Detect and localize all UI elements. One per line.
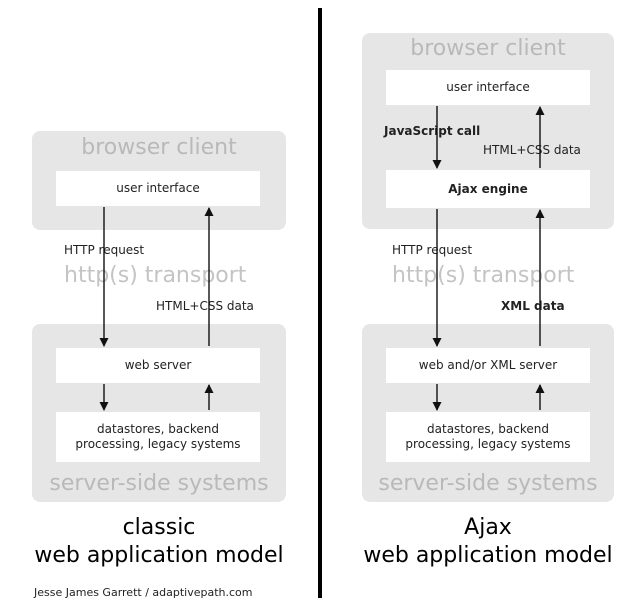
- ajax-engine-box: Ajax engine: [386, 170, 590, 208]
- author-credit: Jesse James Garrett / adaptivepath.com: [34, 586, 253, 599]
- classic-web-server-box: web server: [56, 348, 260, 383]
- classic-browser-title: browser client: [81, 135, 237, 160]
- ajax-datastores-line1: datastores, backend: [427, 422, 549, 436]
- ajax-caption-line1: Ajax: [464, 515, 512, 540]
- ajax-xml-data-label: XML data: [501, 299, 565, 313]
- classic-html-css-label: HTML+CSS data: [156, 299, 254, 313]
- ajax-caption: Ajax web application model: [346, 514, 630, 570]
- ajax-js-call-label: JavaScript call: [384, 124, 481, 138]
- ajax-datastores-line2: processing, legacy systems: [405, 437, 571, 451]
- classic-caption-line1: classic: [122, 515, 196, 540]
- ajax-html-css-label: HTML+CSS data: [483, 143, 581, 157]
- classic-transport-label: http(s) transport: [64, 263, 247, 288]
- classic-ui-box: user interface: [56, 171, 260, 206]
- ajax-transport-label: http(s) transport: [392, 263, 575, 288]
- classic-server-title: server-side systems: [49, 471, 269, 496]
- classic-datastores-line1: datastores, backend: [97, 422, 219, 436]
- ajax-http-request-label: HTTP request: [392, 243, 473, 257]
- ajax-server-title: server-side systems: [378, 471, 598, 496]
- center-divider: [318, 8, 322, 598]
- classic-caption: classic web application model: [24, 514, 294, 570]
- ajax-ui-box: user interface: [386, 70, 590, 105]
- ajax-datastores-box: datastores, backend processing, legacy s…: [386, 412, 590, 462]
- ajax-browser-title: browser client: [410, 36, 566, 61]
- ajax-caption-line2: web application model: [363, 543, 613, 568]
- classic-caption-line2: web application model: [34, 543, 284, 568]
- classic-datastores-line2: processing, legacy systems: [75, 437, 241, 451]
- ajax-web-server-box: web and/or XML server: [386, 348, 590, 383]
- classic-datastores-box: datastores, backend processing, legacy s…: [56, 412, 260, 462]
